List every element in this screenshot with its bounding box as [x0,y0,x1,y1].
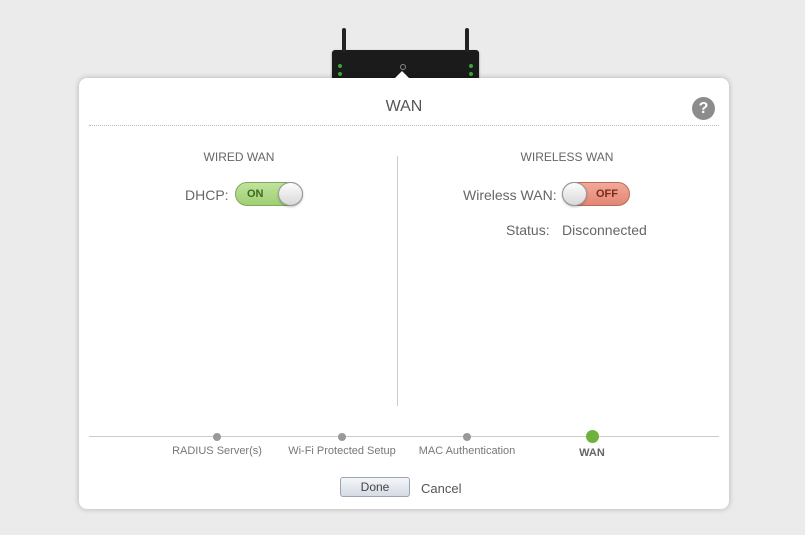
step-dot-mac[interactable] [463,433,471,441]
toggle-knob [562,182,587,206]
status-label: Status: [506,222,550,238]
step-dot-radius[interactable] [213,433,221,441]
column-divider [397,156,398,406]
status-value: Disconnected [562,222,647,238]
step-wifi-protected-setup[interactable]: Wi-Fi Protected Setup [288,445,396,457]
router-led [469,64,473,68]
done-button[interactable]: Done [340,477,410,497]
toggle-knob [278,182,303,206]
dhcp-toggle[interactable]: ON [235,182,303,206]
step-wan[interactable]: WAN [579,447,605,459]
wireless-wan-toggle-text: OFF [596,188,618,200]
cancel-button[interactable]: Cancel [421,481,462,496]
wireless-wan-heading: WIRELESS WAN [520,150,614,164]
step-dot-wan[interactable] [586,430,599,443]
dhcp-label: DHCP: [185,187,229,203]
wireless-wan-toggle[interactable]: OFF [562,182,630,206]
step-mac-authentication[interactable]: MAC Authentication [418,445,516,457]
router-led [469,72,473,76]
dialog-title: WAN [385,98,423,115]
step-dot-wps[interactable] [338,433,346,441]
dhcp-toggle-text: ON [247,188,264,200]
antenna-right [465,28,469,52]
help-icon[interactable]: ? [692,97,715,120]
wired-wan-heading: WIRED WAN [203,150,275,164]
antenna-left [342,28,346,52]
wan-dialog: WAN ? WIRED WAN WIRELESS WAN DHCP: ON Wi… [79,71,729,509]
step-radius-servers[interactable]: RADIUS Server(s) [172,445,262,457]
dialog-pointer [395,71,409,78]
wireless-wan-label: Wireless WAN: [463,187,557,203]
steps-track [89,436,719,437]
router-led [338,64,342,68]
router-button-icon [400,64,406,70]
router-led [338,72,342,76]
title-divider [89,125,719,126]
